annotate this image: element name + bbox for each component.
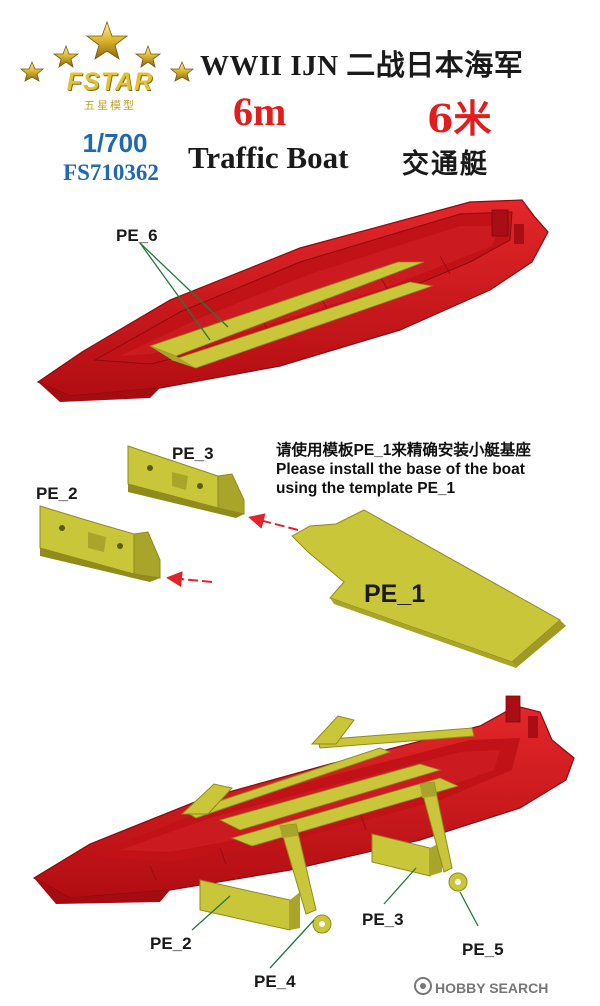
brand-name: FSTAR bbox=[66, 68, 154, 96]
title-line1: WWII IJN 二战日本海军 bbox=[200, 50, 524, 82]
label-pe5: PE_5 bbox=[462, 940, 504, 959]
label-pe2-top: PE_2 bbox=[36, 484, 78, 503]
pe2-bracket-bottom bbox=[199, 879, 300, 931]
star-icon bbox=[169, 60, 195, 82]
product-code: FS710362 bbox=[63, 160, 159, 185]
title-name-en: Traffic Boat bbox=[188, 140, 349, 175]
label-pe6: PE_6 bbox=[116, 226, 158, 245]
title-size-cn: 6米 bbox=[427, 96, 492, 141]
pe3-bracket-top bbox=[127, 445, 245, 518]
pe1-template bbox=[291, 509, 566, 668]
product-scale: 1/700 bbox=[82, 128, 148, 158]
star-icon bbox=[134, 44, 162, 68]
label-pe4: PE_4 bbox=[254, 972, 296, 991]
pe2-bracket-top bbox=[39, 505, 161, 582]
brand-name-cn: 五星模型 bbox=[84, 99, 136, 112]
star-icon bbox=[19, 60, 45, 82]
label-pe3-bottom: PE_3 bbox=[362, 910, 404, 929]
title-name-cn: 交通艇 bbox=[402, 149, 489, 180]
title-size-en: 6m bbox=[233, 89, 287, 134]
boat-bottom bbox=[32, 695, 575, 904]
brand-logo-stars bbox=[19, 20, 195, 82]
hobbysearch-logo-icon bbox=[414, 977, 432, 995]
label-pe1: PE_1 bbox=[364, 580, 426, 608]
label-pe2-bottom: PE_2 bbox=[150, 934, 192, 953]
watermark-text: HOBBY SEARCH bbox=[435, 980, 549, 996]
instruction-en-line1: Please install the base of the boat bbox=[276, 461, 525, 478]
boat-top bbox=[36, 199, 549, 402]
instruction-text: 请使用模板PE_1来精确安装小艇基座 Please install the ba… bbox=[276, 441, 531, 498]
label-pe3-top: PE_3 bbox=[172, 444, 214, 463]
star-icon bbox=[85, 20, 129, 60]
instruction-en-line2: using the template PE_1 bbox=[276, 480, 456, 497]
pe4-pe5-frame bbox=[180, 715, 475, 934]
star-icon bbox=[52, 44, 80, 68]
pe6-part bbox=[148, 261, 434, 369]
instruction-cn: 请使用模板PE_1来精确安装小艇基座 bbox=[276, 442, 531, 459]
